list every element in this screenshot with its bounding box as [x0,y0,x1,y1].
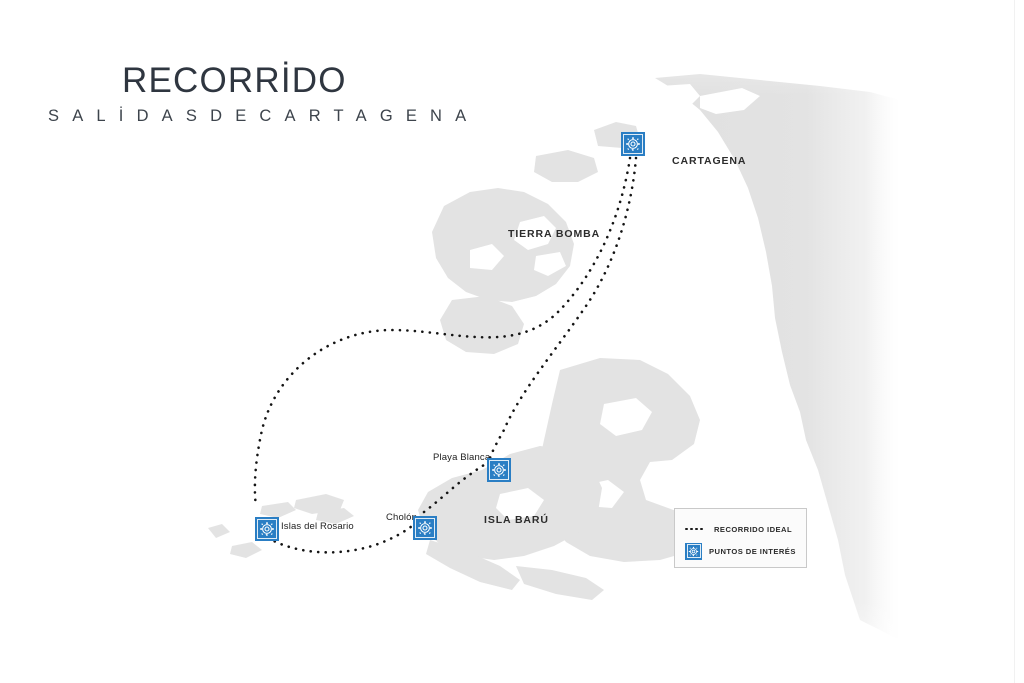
gear-icon [418,521,432,535]
legend-label-puntos-de-interes: PUNTOS DE INTERÉS [709,546,796,556]
map-label-cholon: Cholón [386,512,418,523]
dotted-line-icon [685,527,707,531]
marker-frame [257,519,277,539]
page-subtitle: SALİDASDECARTAGENA [48,106,480,125]
map-label-islas-del-rosario: Islas del Rosario [281,521,354,532]
poi-marker-cholon[interactable] [413,516,437,540]
page-right-edge [1014,0,1015,683]
marker-frame [686,544,701,558]
legend-label-recorrido-ideal: RECORRIDO IDEAL [714,524,793,534]
gear-icon [626,137,640,151]
page-title: RECORRİDO [122,61,347,100]
route-recorrido-ideal [253,156,638,554]
marker-frame [415,518,435,538]
legend-item-recorrido-ideal: RECORRIDO IDEAL [685,518,796,540]
gear-marker-icon [685,542,702,560]
route-segment-cartagena-playablanca [488,156,638,460]
route-segment-cartagena-rosario [253,156,632,508]
title-block: RECORRİDO SALİDASDECARTAGENA [48,61,608,126]
poi-marker-cartagena[interactable] [621,132,645,156]
map-label-isla-baru: ISLA BARÚ [484,514,549,526]
legend-item-puntos-de-interes: PUNTOS DE INTERÉS [685,540,796,562]
map-label-tierra-bomba: TIERRA BOMBA [508,228,601,240]
gear-icon [688,546,699,556]
poi-marker-playa-blanca[interactable] [487,458,511,482]
map-legend: RECORRIDO IDEAL PUNTOS DE INTERÉS [674,508,807,568]
route-segment-rosario-cholon [266,524,414,554]
map-label-cartagena: CARTAGENA [672,155,747,167]
marker-frame [489,460,509,480]
marker-frame [623,134,643,154]
gear-icon [260,522,274,536]
poi-marker-islas-del-rosario[interactable] [255,517,279,541]
map-label-playa-blanca: Playa Blanca [433,452,491,463]
gear-icon [492,463,506,477]
